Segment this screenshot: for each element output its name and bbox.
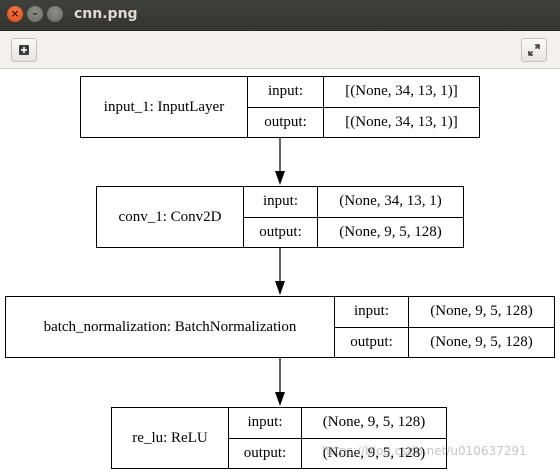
layer-node-relu: re_lu: ReLU input: output: (None, 9, 5, …: [111, 407, 447, 469]
zoom-in-button[interactable]: [11, 38, 37, 62]
plus-icon: [19, 45, 29, 55]
maximize-button[interactable]: [47, 6, 63, 22]
input-shape: (None, 9, 5, 128): [302, 408, 446, 439]
output-label: output:: [350, 333, 393, 350]
close-icon: ×: [10, 7, 20, 20]
output-label: output:: [259, 223, 302, 240]
input-label: input:: [244, 187, 317, 218]
fullscreen-icon: [528, 44, 540, 56]
input-shape: (None, 9, 5, 128): [409, 297, 554, 328]
edge-3: [275, 358, 285, 406]
layer-name: batch_normalization: BatchNormalization: [6, 297, 335, 357]
minimize-button[interactable]: –: [27, 6, 43, 22]
output-label: output:: [243, 444, 287, 461]
output-shape: (None, 9, 5, 128): [339, 223, 442, 240]
output-shape: (None, 9, 5, 128): [322, 444, 426, 461]
layer-node-input: input_1: InputLayer input: output: [(Non…: [80, 76, 480, 138]
toolbar: [0, 31, 560, 69]
window-title: cnn.png: [74, 6, 138, 22]
close-button[interactable]: ×: [7, 6, 23, 22]
input-label: input:: [248, 77, 323, 108]
input-shape: (None, 34, 13, 1): [318, 187, 463, 218]
layer-node-batchnorm: batch_normalization: BatchNormalization …: [5, 296, 555, 358]
input-shape: [(None, 34, 13, 1)]: [324, 77, 479, 108]
fullscreen-button[interactable]: [521, 38, 547, 62]
minimize-icon: –: [32, 7, 38, 20]
edge-2: [275, 248, 285, 295]
edge-1: [275, 138, 285, 185]
output-label: output:: [264, 113, 307, 130]
input-label: input:: [229, 408, 301, 439]
layer-node-conv: conv_1: Conv2D input: output: (None, 34,…: [96, 186, 464, 248]
input-label: input:: [335, 297, 408, 328]
output-shape: (None, 9, 5, 128): [430, 333, 533, 350]
output-shape: [(None, 34, 13, 1)]: [345, 113, 458, 130]
layer-name: input_1: InputLayer: [81, 77, 248, 137]
image-canvas: input_1: InputLayer input: output: [(Non…: [0, 69, 560, 475]
layer-name: conv_1: Conv2D: [97, 187, 244, 247]
layer-name: re_lu: ReLU: [112, 408, 229, 468]
title-bar: × – cnn.png: [0, 0, 560, 31]
